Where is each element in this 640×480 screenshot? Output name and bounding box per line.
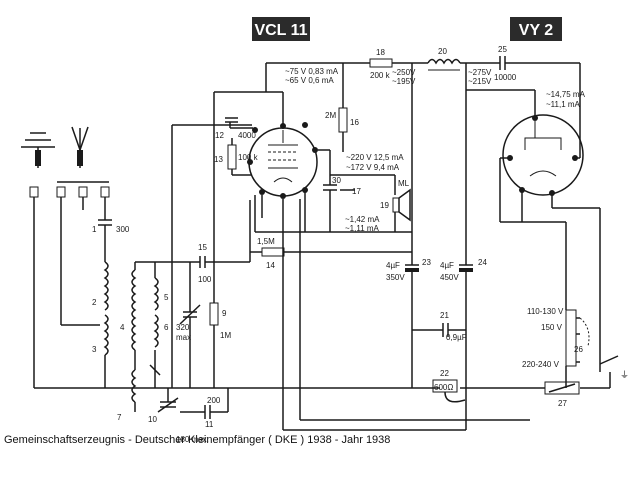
label-r22: 22: [440, 369, 449, 378]
label-l4: 4: [120, 323, 125, 332]
label-l6: 6: [164, 323, 169, 332]
label-sw27: 27: [558, 399, 567, 408]
socket-ground: [29, 186, 39, 198]
coil-4: [131, 269, 137, 351]
label-mains-2: 150 V: [541, 323, 563, 332]
label-c11: 11: [205, 420, 214, 429]
label-voltage-f2: ~11,1 mA: [546, 100, 581, 109]
label-c24-value2: 450V: [440, 273, 459, 282]
label-c25: 25: [498, 45, 507, 54]
label-voltage-b1: ~250V: [392, 68, 416, 77]
label-voltage-a2: ~65 V 0,6 mA: [285, 76, 334, 85]
label-voltage-e2: ~1,11 mA: [345, 224, 380, 233]
label-c1-value: 300: [116, 225, 130, 234]
label-c320-max: max: [176, 333, 191, 342]
label-l2: 2: [92, 298, 97, 307]
label-r9-value: 1M: [220, 331, 231, 340]
socket-a2: [78, 186, 88, 198]
label-c21-value: 0,9µF: [446, 333, 467, 342]
label-voltage-c2: ~215V: [468, 77, 492, 86]
coil-6: [153, 314, 159, 348]
coil-5: [153, 277, 159, 311]
tube-vcl11: [247, 122, 318, 199]
label-c1: 1: [92, 225, 97, 234]
label-r13: 13: [214, 155, 223, 164]
coil-7: [131, 369, 137, 403]
label-l3: 3: [92, 345, 97, 354]
label-l7: 7: [117, 413, 122, 422]
resistor-16: [338, 107, 348, 133]
tube-title-box-left: [252, 17, 310, 41]
label-r16-value: 2M: [325, 111, 336, 120]
tube-vy2: [502, 114, 584, 196]
label-c10-value: 180 max.: [176, 435, 209, 444]
tube-title-vcl11: VCL 11: [254, 22, 307, 39]
label-r14-value: 1,5M: [257, 237, 275, 246]
label-c10: 10: [148, 415, 157, 424]
label-voltage-e1: ~1,42 mA: [345, 215, 380, 224]
label-voltage-a1: ~75 V 0,83 mA: [285, 67, 339, 76]
coil-2: [103, 261, 109, 311]
resistor-13: [227, 144, 237, 170]
label-c12: 12: [215, 131, 224, 140]
label-mains-3: 220-240 V: [522, 360, 560, 369]
label-r18: 18: [376, 48, 385, 57]
label-r22-value: 600Ω: [434, 383, 453, 392]
label-voltage-d2: ~172 V 9,4 mA: [346, 163, 400, 172]
label-c320: 320: [176, 323, 190, 332]
switch-27: [544, 381, 580, 395]
coil-3: [103, 314, 109, 356]
label-c15-value: 100: [198, 275, 212, 284]
label-r13-value: 100 k: [238, 153, 259, 162]
label-voltage-d1: ~220 V 12,5 mA: [346, 153, 404, 162]
label-c23: 23: [422, 258, 431, 267]
socket-a3: [100, 186, 110, 198]
label-l5: 5: [164, 293, 169, 302]
ground-symbol: [21, 132, 55, 168]
label-c12-value: 4000: [238, 131, 256, 140]
label-l20: 20: [438, 47, 447, 56]
label-mains-1: 110-130 V: [527, 307, 564, 316]
label-voltage-f1: ~14,75 mA: [546, 90, 586, 99]
speaker-19: [392, 188, 411, 222]
label-t26: 26: [574, 345, 583, 354]
voltage-selector-26: [565, 309, 577, 367]
socket-a1: [56, 186, 66, 198]
label-speaker: 19: [380, 201, 389, 210]
label-c24: 24: [478, 258, 487, 267]
mains-plug-symbol: ⏚: [620, 370, 629, 380]
resistor-18: [369, 58, 393, 68]
label-c15: 15: [198, 243, 207, 252]
label-c23-value1: 4µF: [386, 261, 400, 270]
label-r16: 16: [350, 118, 359, 127]
resistor-9: [209, 302, 219, 326]
label-r14: 14: [266, 261, 275, 270]
label-speaker-ml: ML: [398, 179, 410, 188]
antenna-symbol: [71, 126, 89, 168]
label-voltage-c1: ~275V: [468, 68, 492, 77]
label-c30: 30: [332, 176, 341, 185]
tube-title-vy2: VY 2: [519, 22, 554, 39]
label-c24-value1: 4µF: [440, 261, 454, 270]
label-voltage-b2: ~195V: [392, 77, 416, 86]
label-c25-value: 10000: [494, 73, 517, 82]
label-c11-value: 200: [207, 396, 221, 405]
choke-20: [427, 58, 461, 71]
resistor-14: [261, 247, 285, 257]
label-r18-value: 200 k: [370, 71, 391, 80]
label-r9: 9: [222, 309, 227, 318]
label-c17: 17: [352, 187, 361, 196]
label-c23-value2: 350V: [386, 273, 405, 282]
label-c21: 21: [440, 311, 449, 320]
caption: Gemeinschaftserzeugnis - Deutscher Klein…: [4, 434, 391, 446]
tube-title-box-right: [510, 17, 562, 41]
